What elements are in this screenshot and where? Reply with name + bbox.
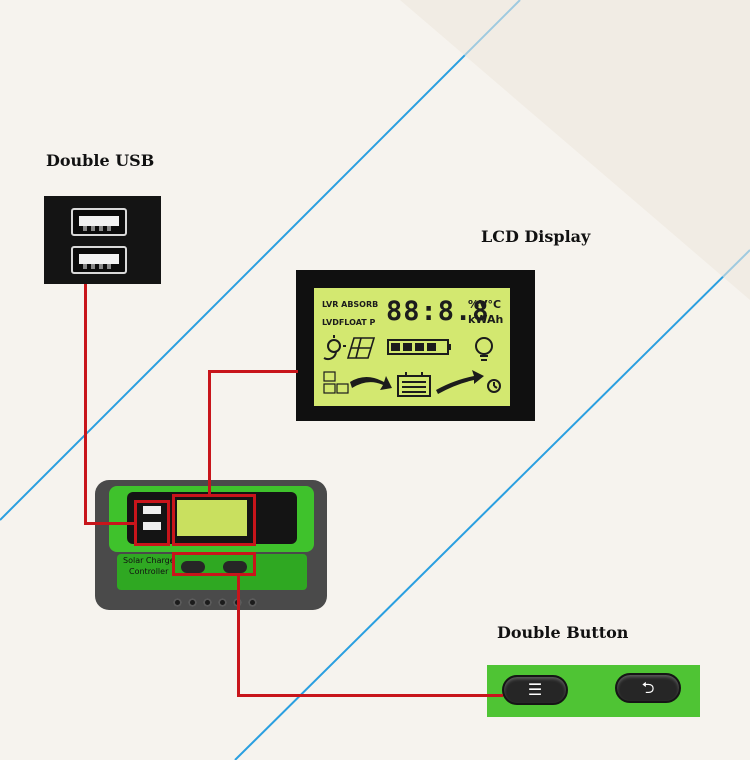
terminal xyxy=(248,598,257,607)
lcd-mode-line2: LVDFLOAT P xyxy=(322,318,376,327)
lcd-highlight-box xyxy=(172,494,256,546)
terminal xyxy=(173,598,182,607)
button-connector-line xyxy=(237,575,240,696)
device-lcd xyxy=(177,500,247,536)
lcd-units-line1: %V°C xyxy=(468,298,502,311)
bulb-icon xyxy=(475,337,493,361)
usb-port-bottom xyxy=(71,246,127,274)
return-button[interactable]: ⮌ xyxy=(615,673,681,703)
sun-moon-icon xyxy=(323,335,346,361)
terminal xyxy=(188,598,197,607)
lcd-display-title: LCD Display xyxy=(481,227,591,246)
menu-button[interactable]: ☰ xyxy=(502,675,568,705)
lcd-digits: 88:8.8 xyxy=(386,296,490,327)
device-menu-button[interactable] xyxy=(181,561,205,573)
double-button-title: Double Button xyxy=(497,623,629,642)
device-label-line2: Controller xyxy=(129,567,169,576)
battery-icon xyxy=(397,372,431,397)
menu-icon: ☰ xyxy=(527,680,543,699)
lcd-icons xyxy=(323,335,501,397)
lcd-connector-line xyxy=(208,370,298,373)
button-connector-line xyxy=(237,694,503,697)
device-return-button[interactable] xyxy=(223,561,247,573)
device-label-line1: Solar Charge xyxy=(123,556,175,565)
usb-closeup-panel xyxy=(44,196,161,284)
usb-highlight-box xyxy=(134,500,170,546)
terminal xyxy=(218,598,227,607)
solar-panel-icon xyxy=(346,337,376,359)
usb-port-top xyxy=(71,208,127,236)
flow-arrow-right-icon xyxy=(436,370,484,394)
double-usb-title: Double USB xyxy=(46,151,155,170)
usb-connector-line xyxy=(84,522,136,525)
battery-level-icon xyxy=(387,339,451,355)
terminal xyxy=(203,598,212,607)
lcd-units-line2: kWAh xyxy=(468,313,504,326)
return-icon: ⮌ xyxy=(641,678,655,697)
usb-connector-line xyxy=(84,284,87,524)
status-boxes-icon xyxy=(323,371,349,394)
button-highlight-box xyxy=(172,552,256,576)
button-closeup-panel: ☰ ⮌ xyxy=(487,665,700,717)
flow-arrow-left-icon xyxy=(350,376,392,390)
lcd-mode-line1: LVR ABSORB xyxy=(322,300,379,309)
lcd-screen: LVR ABSORB LVDFLOAT P 88:8.8 %V°C kWAh xyxy=(314,288,510,406)
timer-icon xyxy=(487,379,501,393)
lcd-closeup-panel: LVR ABSORB LVDFLOAT P 88:8.8 %V°C kWAh xyxy=(296,270,535,421)
lcd-connector-line xyxy=(208,370,211,496)
